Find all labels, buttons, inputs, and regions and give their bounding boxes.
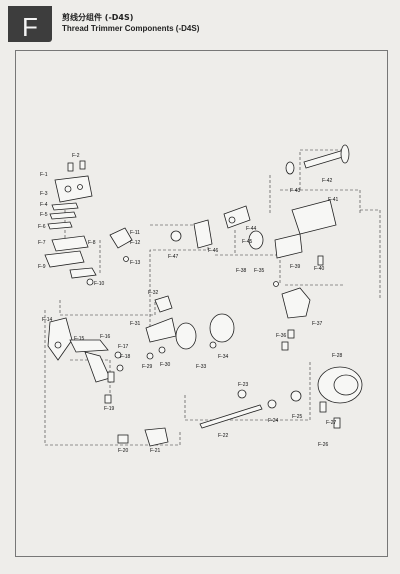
- label-f3: F-3: [40, 191, 48, 197]
- part-f19-screw: [104, 394, 112, 404]
- label-f36: F-36: [276, 333, 287, 339]
- part-f23-f25-washers: [237, 389, 302, 409]
- label-f34: F-34: [218, 354, 229, 360]
- part-f11-f12-knife: [109, 227, 133, 262]
- label-f24: F-24: [268, 418, 279, 424]
- label-f32: F-32: [148, 290, 159, 296]
- label-f14: F-14: [42, 317, 53, 323]
- label-f20: F-20: [118, 448, 129, 454]
- label-f11: F-11: [130, 230, 140, 236]
- part-labels: F-2 F-1 F-3 F-4 F-5 F-6 F-7 F-8 F-9 F-10…: [38, 153, 343, 454]
- part-f15-f16-links: [69, 339, 111, 383]
- label-f28: F-28: [332, 353, 343, 359]
- label-f43: F-43: [290, 188, 301, 194]
- page-title-chinese: 剪线分组件 (-D4S): [62, 13, 134, 22]
- label-f23: F-23: [238, 382, 249, 388]
- label-f15: F-15: [74, 336, 85, 342]
- label-f45: F-45: [242, 239, 253, 245]
- label-f5: F-5: [40, 212, 48, 218]
- label-f47: F-47: [168, 254, 179, 260]
- label-f42: F-42: [322, 178, 333, 184]
- label-f19: F-19: [104, 406, 115, 412]
- section-letter: F: [22, 12, 38, 42]
- label-f39: F-39: [290, 264, 301, 270]
- label-f21: F-21: [150, 448, 161, 454]
- page-title-english: Thread Trimmer Components (-D4S): [62, 24, 200, 33]
- label-f9: F-9: [38, 264, 46, 270]
- part-f17-f18-fittings: [107, 351, 124, 383]
- label-f46: F-46: [208, 248, 219, 254]
- part-f22-shaft: [199, 404, 263, 429]
- part-f4-f6-blades: [47, 202, 79, 230]
- label-f38: F-38: [236, 268, 247, 274]
- part-f44-f47-roller: [170, 205, 251, 249]
- part-f34-f37-assembly: [273, 281, 311, 351]
- label-f7: F-7: [38, 240, 46, 246]
- label-f33: F-33: [196, 364, 207, 370]
- label-f35: F-35: [254, 268, 265, 274]
- part-f1-plate: [54, 175, 93, 203]
- label-f6: F-6: [38, 224, 46, 230]
- part-f38-f40-spring: [248, 230, 324, 266]
- label-f41: F-41: [328, 197, 339, 203]
- label-f40: F-40: [314, 266, 325, 272]
- label-f10: F-10: [94, 281, 105, 287]
- section-tab: F: [8, 6, 52, 42]
- part-f32-spring: [154, 295, 173, 313]
- label-f17: F-17: [118, 344, 129, 350]
- label-f37: F-37: [312, 321, 323, 327]
- label-f44: F-44: [246, 226, 257, 232]
- part-f30-f33-housing: [175, 313, 235, 350]
- part-f41-f43-shaft: [285, 144, 350, 235]
- label-f1: F-1: [40, 172, 48, 178]
- label-f2: F-2: [72, 153, 80, 159]
- label-f30: F-30: [160, 362, 171, 368]
- part-f26-f28-cam: [317, 366, 363, 429]
- part-f10-lever: [69, 267, 97, 286]
- label-f31: F-31: [130, 321, 141, 327]
- label-f8: F-8: [88, 240, 96, 246]
- part-drawings: [44, 144, 363, 447]
- part-f29-f31-bracket: [145, 317, 177, 360]
- label-f29: F-29: [142, 364, 153, 370]
- diagram-frame: [15, 50, 388, 557]
- label-f13: F-13: [130, 260, 141, 266]
- label-f4: F-4: [40, 202, 48, 208]
- part-f2-screws: [67, 160, 86, 172]
- label-f16: F-16: [100, 334, 111, 340]
- label-f12: F-12: [130, 240, 141, 246]
- part-f14-lever: [47, 317, 73, 361]
- label-f26: F-26: [318, 442, 329, 448]
- part-f20-f21-crank: [117, 427, 169, 447]
- label-f27: F-27: [326, 420, 337, 426]
- label-f22: F-22: [218, 433, 229, 439]
- part-f7-f9-plates: [44, 235, 89, 268]
- label-f18: F-18: [120, 354, 131, 360]
- label-f25: F-25: [292, 414, 303, 420]
